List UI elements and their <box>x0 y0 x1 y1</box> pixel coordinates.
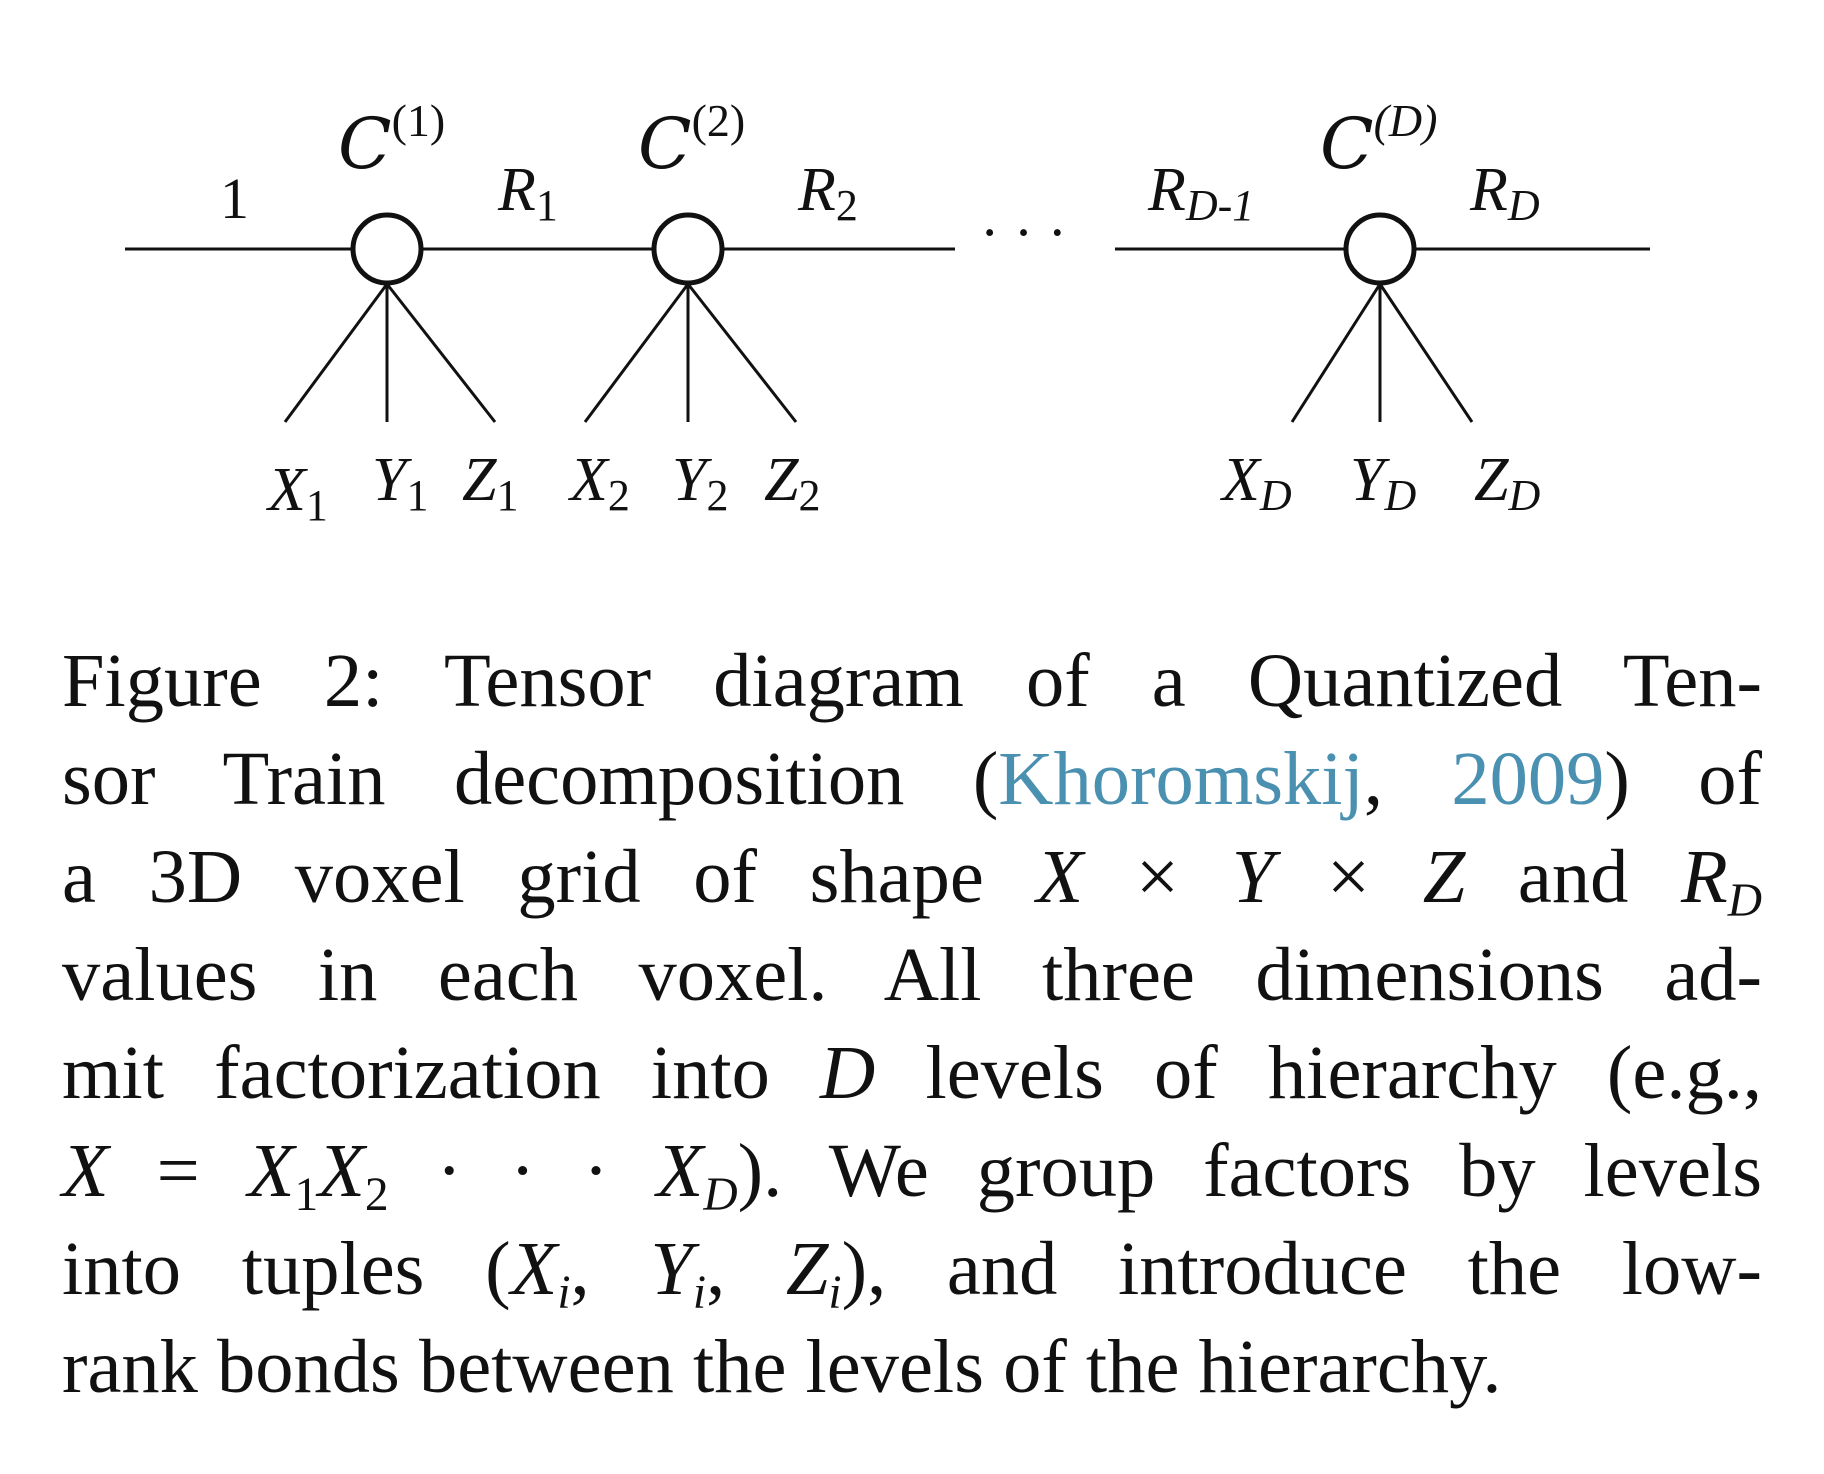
math-op: , <box>706 1226 786 1311</box>
caption-text: mit factorization into <box>62 1030 821 1115</box>
math-var: X <box>656 1128 704 1213</box>
leg-label-x2: X2 <box>567 446 630 520</box>
leg-x2 <box>583 283 690 423</box>
bond-label-r1: R1 <box>497 156 558 230</box>
leg-label-yd: YD <box>1350 446 1416 520</box>
math-subscript: 2 <box>364 1169 389 1222</box>
caption-line-7: into tuples (Xi, Yi, Zi), and introduce … <box>62 1220 1762 1318</box>
math-op: = <box>108 1128 248 1213</box>
core-node-d <box>1343 212 1417 286</box>
caption-text: values in each voxel. All three dimensio… <box>62 932 1762 1017</box>
leg-zd <box>1378 283 1474 423</box>
math-subscript: i <box>692 1267 707 1320</box>
caption-line-8: rank bonds between the levels of the hie… <box>62 1318 1762 1416</box>
math-subscript: D <box>703 1169 738 1222</box>
input-bond-label: 1 <box>220 166 249 231</box>
math-var: R <box>1681 834 1728 919</box>
leg-x1 <box>283 283 389 423</box>
math-var: X <box>1036 834 1084 919</box>
tensor-train-diagram: C(1) C(2) C(D) 1 R1 R2 RD-1 RD · · · X1 … <box>125 95 1650 530</box>
bond-label-rd-1: RD-1 <box>1147 156 1254 230</box>
leg-label-zd: ZD <box>1474 446 1540 520</box>
leg-z2 <box>686 283 798 423</box>
caption-text: levels of hierarchy (e.g., <box>875 1030 1762 1115</box>
caption-text: ). We group factors by levels <box>737 1128 1762 1213</box>
core-label-2: C(2) <box>638 95 745 185</box>
core-label-1: C(1) <box>338 95 445 185</box>
caption-line-6: X = X1X2 · · · XD). We group factors by … <box>62 1122 1762 1220</box>
math-subscript: i <box>557 1267 571 1320</box>
math-op: × <box>1083 834 1232 919</box>
caption-line-5: mit factorization into D levels of hiera… <box>62 1024 1762 1122</box>
math-var: Y <box>650 1226 693 1311</box>
leg-label-z2: Z2 <box>764 446 820 520</box>
math-var: X <box>318 1128 365 1213</box>
leg-xd <box>1290 283 1382 423</box>
citation-year-link[interactable]: 2009 <box>1451 736 1605 821</box>
caption-text: , <box>1363 736 1452 821</box>
leg-label-z1: Z1 <box>462 446 518 520</box>
math-subscript: D <box>1727 875 1762 928</box>
math-subscript: 1 <box>294 1169 319 1222</box>
math-var: Z <box>785 1226 829 1311</box>
caption-text: rank bonds between the levels of the hie… <box>62 1324 1502 1409</box>
bond-label-r2: R2 <box>797 156 858 230</box>
math-op: × <box>1274 834 1423 919</box>
math-subscript: i <box>828 1267 842 1320</box>
math-var: Z <box>1422 834 1466 919</box>
caption-line-1: Figure 2: Tensor diagram of a Quantized … <box>62 632 1762 730</box>
caption-text: ) of <box>1604 736 1763 821</box>
math-var: Y <box>1231 834 1275 919</box>
math-var: X <box>62 1128 109 1213</box>
leg-label-x1: X1 <box>265 456 328 530</box>
caption-text: into tuples ( <box>62 1226 511 1311</box>
leg-z1 <box>385 283 497 423</box>
caption-line-2: sor Train decomposition (Khoromskij, 200… <box>62 730 1762 828</box>
bond-ellipsis: · · · <box>980 200 1067 265</box>
leg-label-xd: XD <box>1219 446 1292 520</box>
core-label-d: C(D) <box>1320 95 1437 185</box>
bond-label-rd: RD <box>1469 156 1540 230</box>
core-node-2 <box>651 212 725 286</box>
math-var: X <box>247 1128 295 1213</box>
figure-caption: Figure 2: Tensor diagram of a Quantized … <box>62 632 1762 1416</box>
math-op: , <box>570 1226 651 1311</box>
leg-label-y1: Y1 <box>372 446 428 520</box>
caption-text: sor Train decomposition ( <box>62 736 999 821</box>
core-node-1 <box>350 212 424 286</box>
math-var: D <box>820 1030 876 1115</box>
caption-line-3: a 3D voxel grid of shape X × Y × Z and R… <box>62 828 1762 926</box>
caption-text: ), and introduce the low- <box>841 1226 1762 1311</box>
caption-text: a 3D voxel grid of shape <box>62 834 1037 919</box>
caption-text: Figure 2: Tensor diagram of a Quantized … <box>62 638 1762 723</box>
leg-label-y2: Y2 <box>672 446 728 520</box>
caption-line-4: values in each voxel. All three dimensio… <box>62 926 1762 1024</box>
caption-text: and <box>1465 834 1682 919</box>
math-op: · · · <box>388 1128 657 1213</box>
math-var: X <box>510 1226 558 1311</box>
citation-author-link[interactable]: Khoromskij <box>998 736 1364 821</box>
